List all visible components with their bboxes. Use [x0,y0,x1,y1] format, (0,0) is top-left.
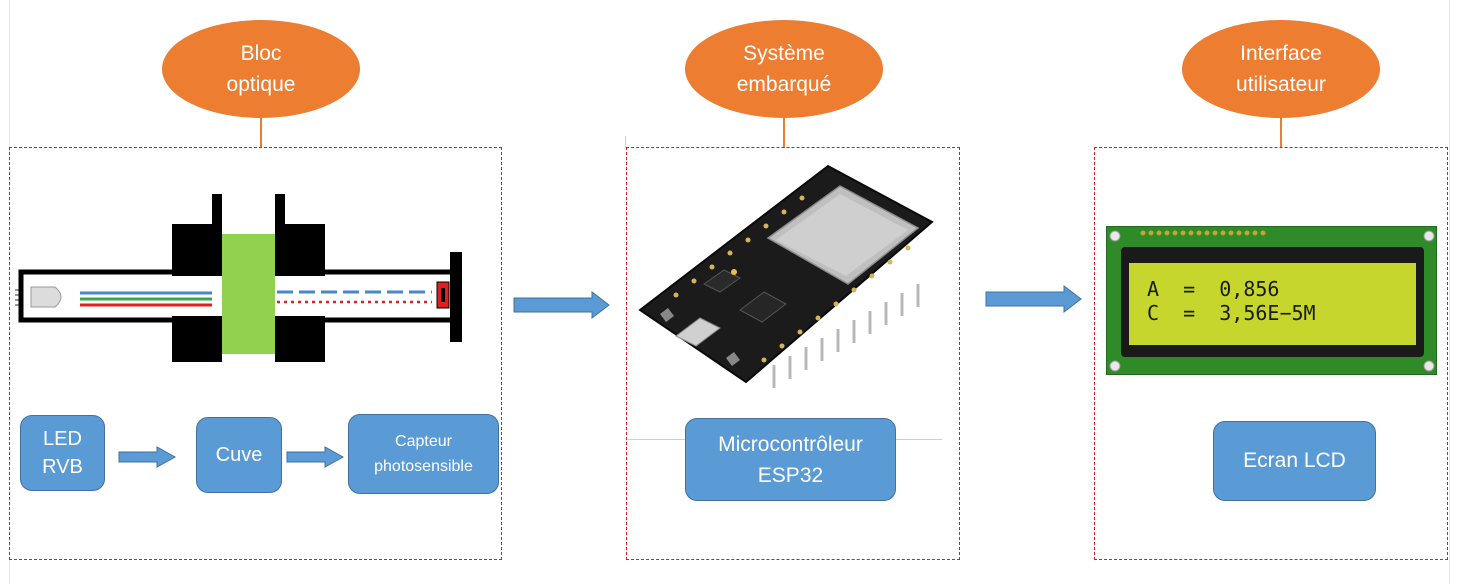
esp32-board-illustration [638,164,934,388]
embedded-system-title: Système embarqué [685,20,883,118]
lcd-pcb-details [1109,230,1435,372]
reset-button-icon [725,351,741,367]
esp32-wifi-shield-top [776,194,908,276]
arrow-cuve-to-sensor [286,446,345,468]
optical-block-title: Bloc optique [162,20,360,118]
lcd-screen: A = 0,856 C = 3,56E−5M [1129,263,1416,345]
esp32-header-pads [673,195,911,363]
micro-usb-port [675,317,721,347]
holder-left-post [212,194,222,230]
holder-block-top-right [275,224,325,276]
photosensor-box: Capteur photosensible [348,414,499,494]
embedded-title-connector [783,118,785,148]
led-rvb-box: LED RVB [20,415,105,491]
holder-block-top-left [172,224,222,276]
photosensor-core [441,288,445,302]
ui-title-connector [1280,118,1282,148]
mcu-guide-line-left [628,439,685,440]
holder-right-post [275,194,285,230]
boot-button-icon [659,307,675,323]
esp32-usb-chip [739,291,787,323]
microcontroller-esp32-box: Microcontrôleur ESP32 [685,418,896,501]
page-edge-right [1449,0,1450,584]
embedded-guide-tick [625,136,626,148]
user-interface-title: Interface utilisateur [1182,20,1380,118]
lcd-line-concentration: C = 3,56E−5M [1147,301,1316,325]
embedded-system-group [626,147,960,560]
esp32-regulator [703,269,741,293]
arrow-led-to-cuve [118,446,177,468]
holder-block-bottom-left [172,316,222,362]
esp32-bottom-pins [772,284,920,388]
lcd-module-pcb: A = 0,856 C = 3,56E−5M [1106,226,1437,375]
mcu-guide-line-right [896,439,942,440]
optical-title-connector [260,118,262,148]
esp32-led-indicator [731,269,737,275]
lcd-screen-box: Ecran LCD [1213,421,1376,501]
arrow-embedded-to-ui [985,284,1082,314]
sensor-mount [450,252,462,342]
rgb-led-icon [30,286,62,308]
arrow-optical-to-embedded [513,290,610,320]
esp32-pcb [638,164,934,384]
lcd-line-absorbance: A = 0,856 [1147,277,1280,301]
cuvette-shape [222,234,275,354]
optical-bench-illustration [15,194,462,362]
optical-block-group [9,147,502,560]
cuve-box: Cuve [196,417,282,493]
holder-block-bottom-right [275,316,325,362]
user-interface-group [1094,147,1448,560]
